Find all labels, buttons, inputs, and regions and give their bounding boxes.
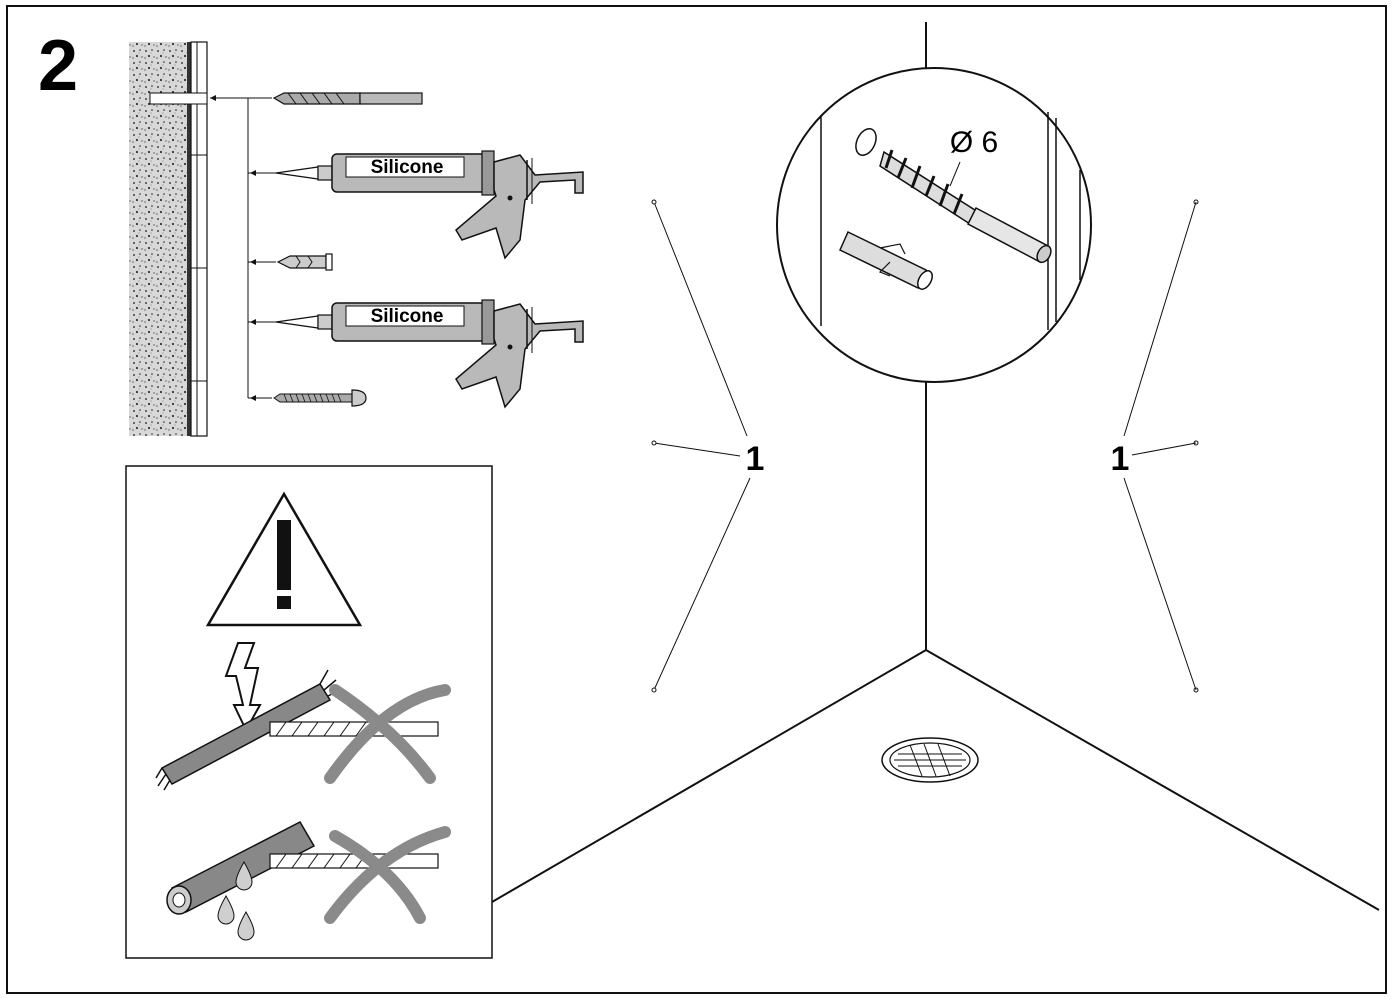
adhesive-layer xyxy=(187,42,191,436)
shower-corner xyxy=(491,22,1380,911)
prohibited-cross-icon xyxy=(324,826,451,924)
mount-point-markers xyxy=(651,199,1199,693)
silicone-label: Silicone xyxy=(371,306,444,327)
water-drop-icon xyxy=(217,860,255,941)
lightning-icon xyxy=(224,642,262,733)
prohibited-cross-icon xyxy=(324,684,451,784)
drill-bit-icon xyxy=(269,853,439,869)
concrete-wall xyxy=(129,42,187,436)
tool-connector-lines xyxy=(210,97,276,399)
silicone-label: Silicone xyxy=(371,157,444,178)
wall-section xyxy=(129,41,208,437)
warning-panel xyxy=(125,465,493,959)
drill-bit-icon xyxy=(879,149,1052,264)
silicone-gun-icon: Silicone xyxy=(275,299,584,409)
callout-lines-right xyxy=(1123,201,1197,691)
wall-plug-icon xyxy=(839,230,933,290)
callout-lines-left xyxy=(653,201,751,691)
electrical-cable-icon xyxy=(155,669,337,791)
drill-hole xyxy=(149,92,208,105)
tile-layer xyxy=(190,41,208,437)
silicone-gun-icon: Silicone xyxy=(275,150,584,260)
drill-detail-circle: Ø 6 xyxy=(776,67,1092,383)
step-number: 2 xyxy=(38,26,79,106)
drill-hole-marker xyxy=(855,128,877,156)
floor-drain-icon xyxy=(881,737,979,783)
drill-diameter-label: Ø 6 xyxy=(950,126,998,159)
callout-label-right: 1 xyxy=(1111,440,1130,478)
page-frame xyxy=(6,5,1387,994)
drill-bit-icon xyxy=(272,92,423,105)
drill-bit-icon xyxy=(269,721,439,737)
warning-triangle-icon xyxy=(205,491,363,627)
wall-plug-icon xyxy=(276,253,333,271)
screw-icon xyxy=(273,389,367,407)
callout-label-left: 1 xyxy=(746,440,765,478)
